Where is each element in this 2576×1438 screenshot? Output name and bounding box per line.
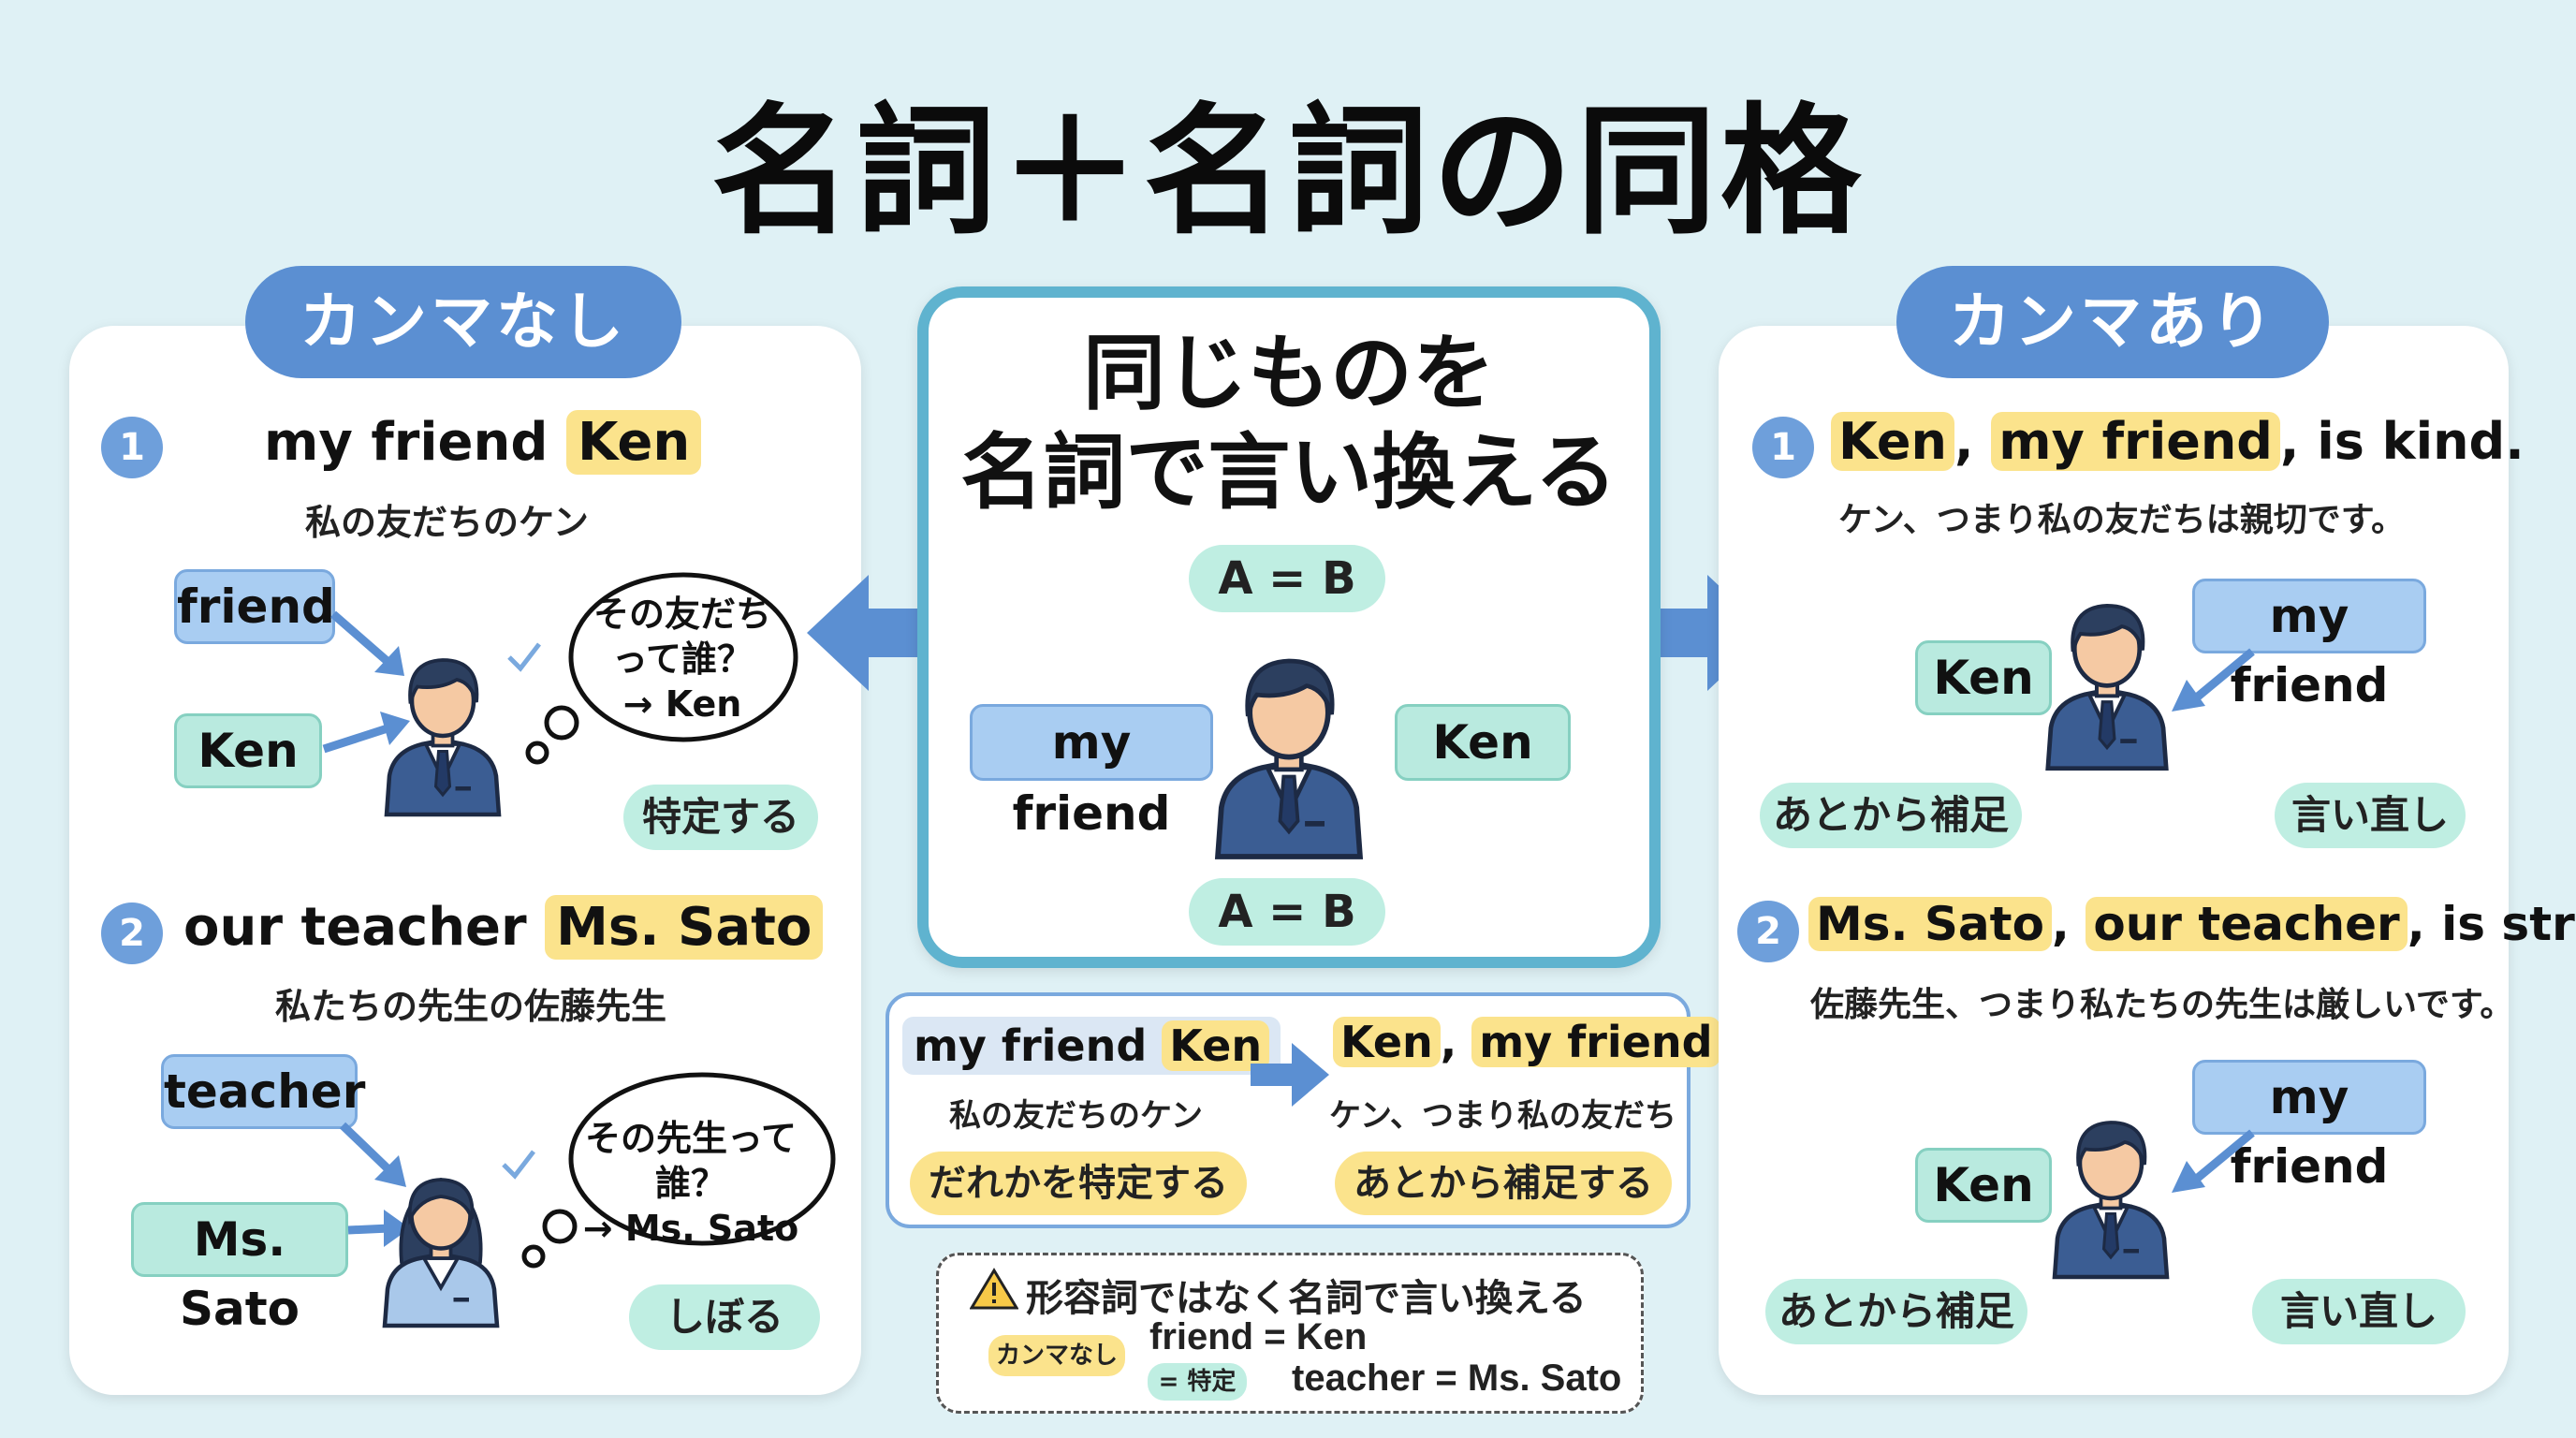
bubble-line: その友だち xyxy=(593,594,771,635)
example-number: 1 xyxy=(1752,417,1814,478)
thought-bubble-text: その先生って誰？ → Ms. Sato xyxy=(550,1116,831,1251)
badge-specify: 特定する xyxy=(623,785,818,850)
note-line: friend = Ken xyxy=(1149,1316,1368,1357)
noun-tag-teacher: teacher xyxy=(161,1054,365,1129)
noun-tag-my-friend: my friend xyxy=(2192,579,2426,712)
phrase-text: , is strict. xyxy=(2407,897,2576,951)
highlighted-noun: Ms. Sato xyxy=(545,895,824,960)
note-warning-text: 形容詞ではなく名詞で言い換える xyxy=(1026,1277,1587,1320)
note-badge-specify: = 特定 xyxy=(1148,1363,1247,1401)
bubble-line: → Ken xyxy=(622,683,742,725)
noun-tag-friend: friend xyxy=(174,569,335,644)
phrase-text: our teacher xyxy=(183,897,527,958)
noun-tag-ken: Ken xyxy=(1915,640,2052,715)
center-concept-box xyxy=(917,286,1661,968)
bubble-line: → Ms. Sato xyxy=(582,1208,799,1249)
badge-supplement: あとから補足 xyxy=(1760,783,2022,848)
comparison-right-translation: ケン、つまり私の友だち xyxy=(1329,1097,1676,1135)
example-phrase: my friend Ken xyxy=(264,410,702,475)
equation-badge: A = B xyxy=(1189,545,1385,612)
arrow-icon xyxy=(2172,648,2255,712)
phrase-text: , is kind. xyxy=(2279,412,2525,471)
center-heading: 同じものを 名詞で言い換える xyxy=(927,324,1651,522)
noun-tag-ken: Ken xyxy=(1395,704,1571,781)
bubble-line: って誰？ xyxy=(611,638,754,680)
note-box xyxy=(936,1253,1644,1414)
person-icon xyxy=(2041,1101,2181,1284)
example-phrase: our teacher Ms. Sato xyxy=(183,895,824,960)
arrow-icon xyxy=(1651,575,1769,691)
highlighted-noun: Ken xyxy=(1333,1017,1441,1067)
thought-bubble-icon xyxy=(521,1072,836,1269)
arrow-icon xyxy=(1251,1043,1329,1107)
comparison-right-badge: あとから補足する xyxy=(1335,1152,1672,1215)
page-title: 名詞＋名詞の同格 xyxy=(710,91,1865,254)
comparison-right-phrase: Ken, my friend xyxy=(1333,1017,1720,1067)
phrase-text: my friend xyxy=(264,412,549,473)
badge-supplement: あとから補足 xyxy=(1765,1279,2027,1344)
badge-restate: 言い直し xyxy=(2275,783,2466,848)
example-phrase: Ms. Sato, our teacher, is strict. xyxy=(1808,897,2576,951)
person-icon xyxy=(371,1148,511,1335)
note-line: teacher = Ms. Sato xyxy=(1292,1357,1622,1399)
noun-tag-ken: Ken xyxy=(174,713,322,788)
checkmark-icon xyxy=(507,642,541,672)
comma: , xyxy=(2051,897,2070,951)
example-translation: 私の友だちのケン xyxy=(305,502,589,543)
example-phrase: Ken, my friend, is kind. xyxy=(1831,412,2525,471)
comparison-left-translation: 私の友だちのケン xyxy=(949,1097,1203,1135)
highlighted-noun: my friend xyxy=(1471,1017,1720,1067)
equation-badge: A = B xyxy=(1189,878,1385,946)
example-number: 2 xyxy=(1737,901,1799,962)
warning-icon xyxy=(970,1268,1018,1310)
arrow-icon xyxy=(322,712,410,754)
arrow-icon xyxy=(330,610,404,676)
highlighted-noun: Ken xyxy=(565,410,702,475)
thought-bubble-icon xyxy=(525,572,798,765)
noun-tag-my-friend: my friend xyxy=(2192,1060,2426,1194)
bubble-line: その先生って誰？ xyxy=(584,1118,798,1204)
right-panel-header: カンマあり xyxy=(1896,266,2329,378)
highlighted-noun: my friend xyxy=(1991,412,2280,471)
arrow-icon xyxy=(339,1122,406,1187)
arrow-icon xyxy=(807,575,925,691)
badge-narrow: しぼる xyxy=(629,1284,820,1350)
example-translation: 私たちの先生の佐藤先生 xyxy=(275,986,667,1027)
checkmark-icon xyxy=(502,1150,535,1180)
person-icon xyxy=(2033,586,2181,773)
noun-tag-my-friend: my friend xyxy=(970,704,1213,841)
noun-tag-ken: Ken xyxy=(1915,1148,2052,1223)
heading-line: 名詞で言い換える xyxy=(960,424,1617,521)
person-icon xyxy=(373,637,513,824)
thought-bubble-text: その友だち って誰？ → Ken xyxy=(565,592,799,726)
comparison-left-phrase: my friend Ken xyxy=(902,1017,1281,1075)
comparison-left-badge: だれかを特定する xyxy=(910,1152,1247,1215)
example-number: 1 xyxy=(101,417,163,478)
highlighted-noun: Ken xyxy=(1162,1020,1270,1071)
example-translation: ケン、つまり私の友だちは親切です。 xyxy=(1838,501,2406,539)
highlighted-noun: Ms. Sato xyxy=(1808,897,2052,951)
person-icon xyxy=(1200,637,1378,863)
left-panel-header: カンマなし xyxy=(245,266,681,378)
example-translation: 佐藤先生、つまり私たちの先生は厳しいです。 xyxy=(1810,986,2514,1024)
highlighted-noun: Ken xyxy=(1831,412,1954,471)
heading-line: 同じものを xyxy=(1082,325,1495,421)
arrow-icon xyxy=(347,1210,410,1247)
comma: , xyxy=(1954,412,1974,471)
badge-restate: 言い直し xyxy=(2252,1279,2466,1344)
note-badge-no-comma: カンマなし xyxy=(988,1335,1125,1376)
noun-tag-ms-sato: Ms. Sato xyxy=(131,1202,348,1336)
comma: , xyxy=(1440,1017,1457,1067)
arrow-icon xyxy=(2172,1129,2255,1193)
phrase-text: my friend xyxy=(914,1020,1148,1071)
highlighted-noun: our teacher xyxy=(2086,897,2408,951)
example-number: 2 xyxy=(101,902,163,964)
